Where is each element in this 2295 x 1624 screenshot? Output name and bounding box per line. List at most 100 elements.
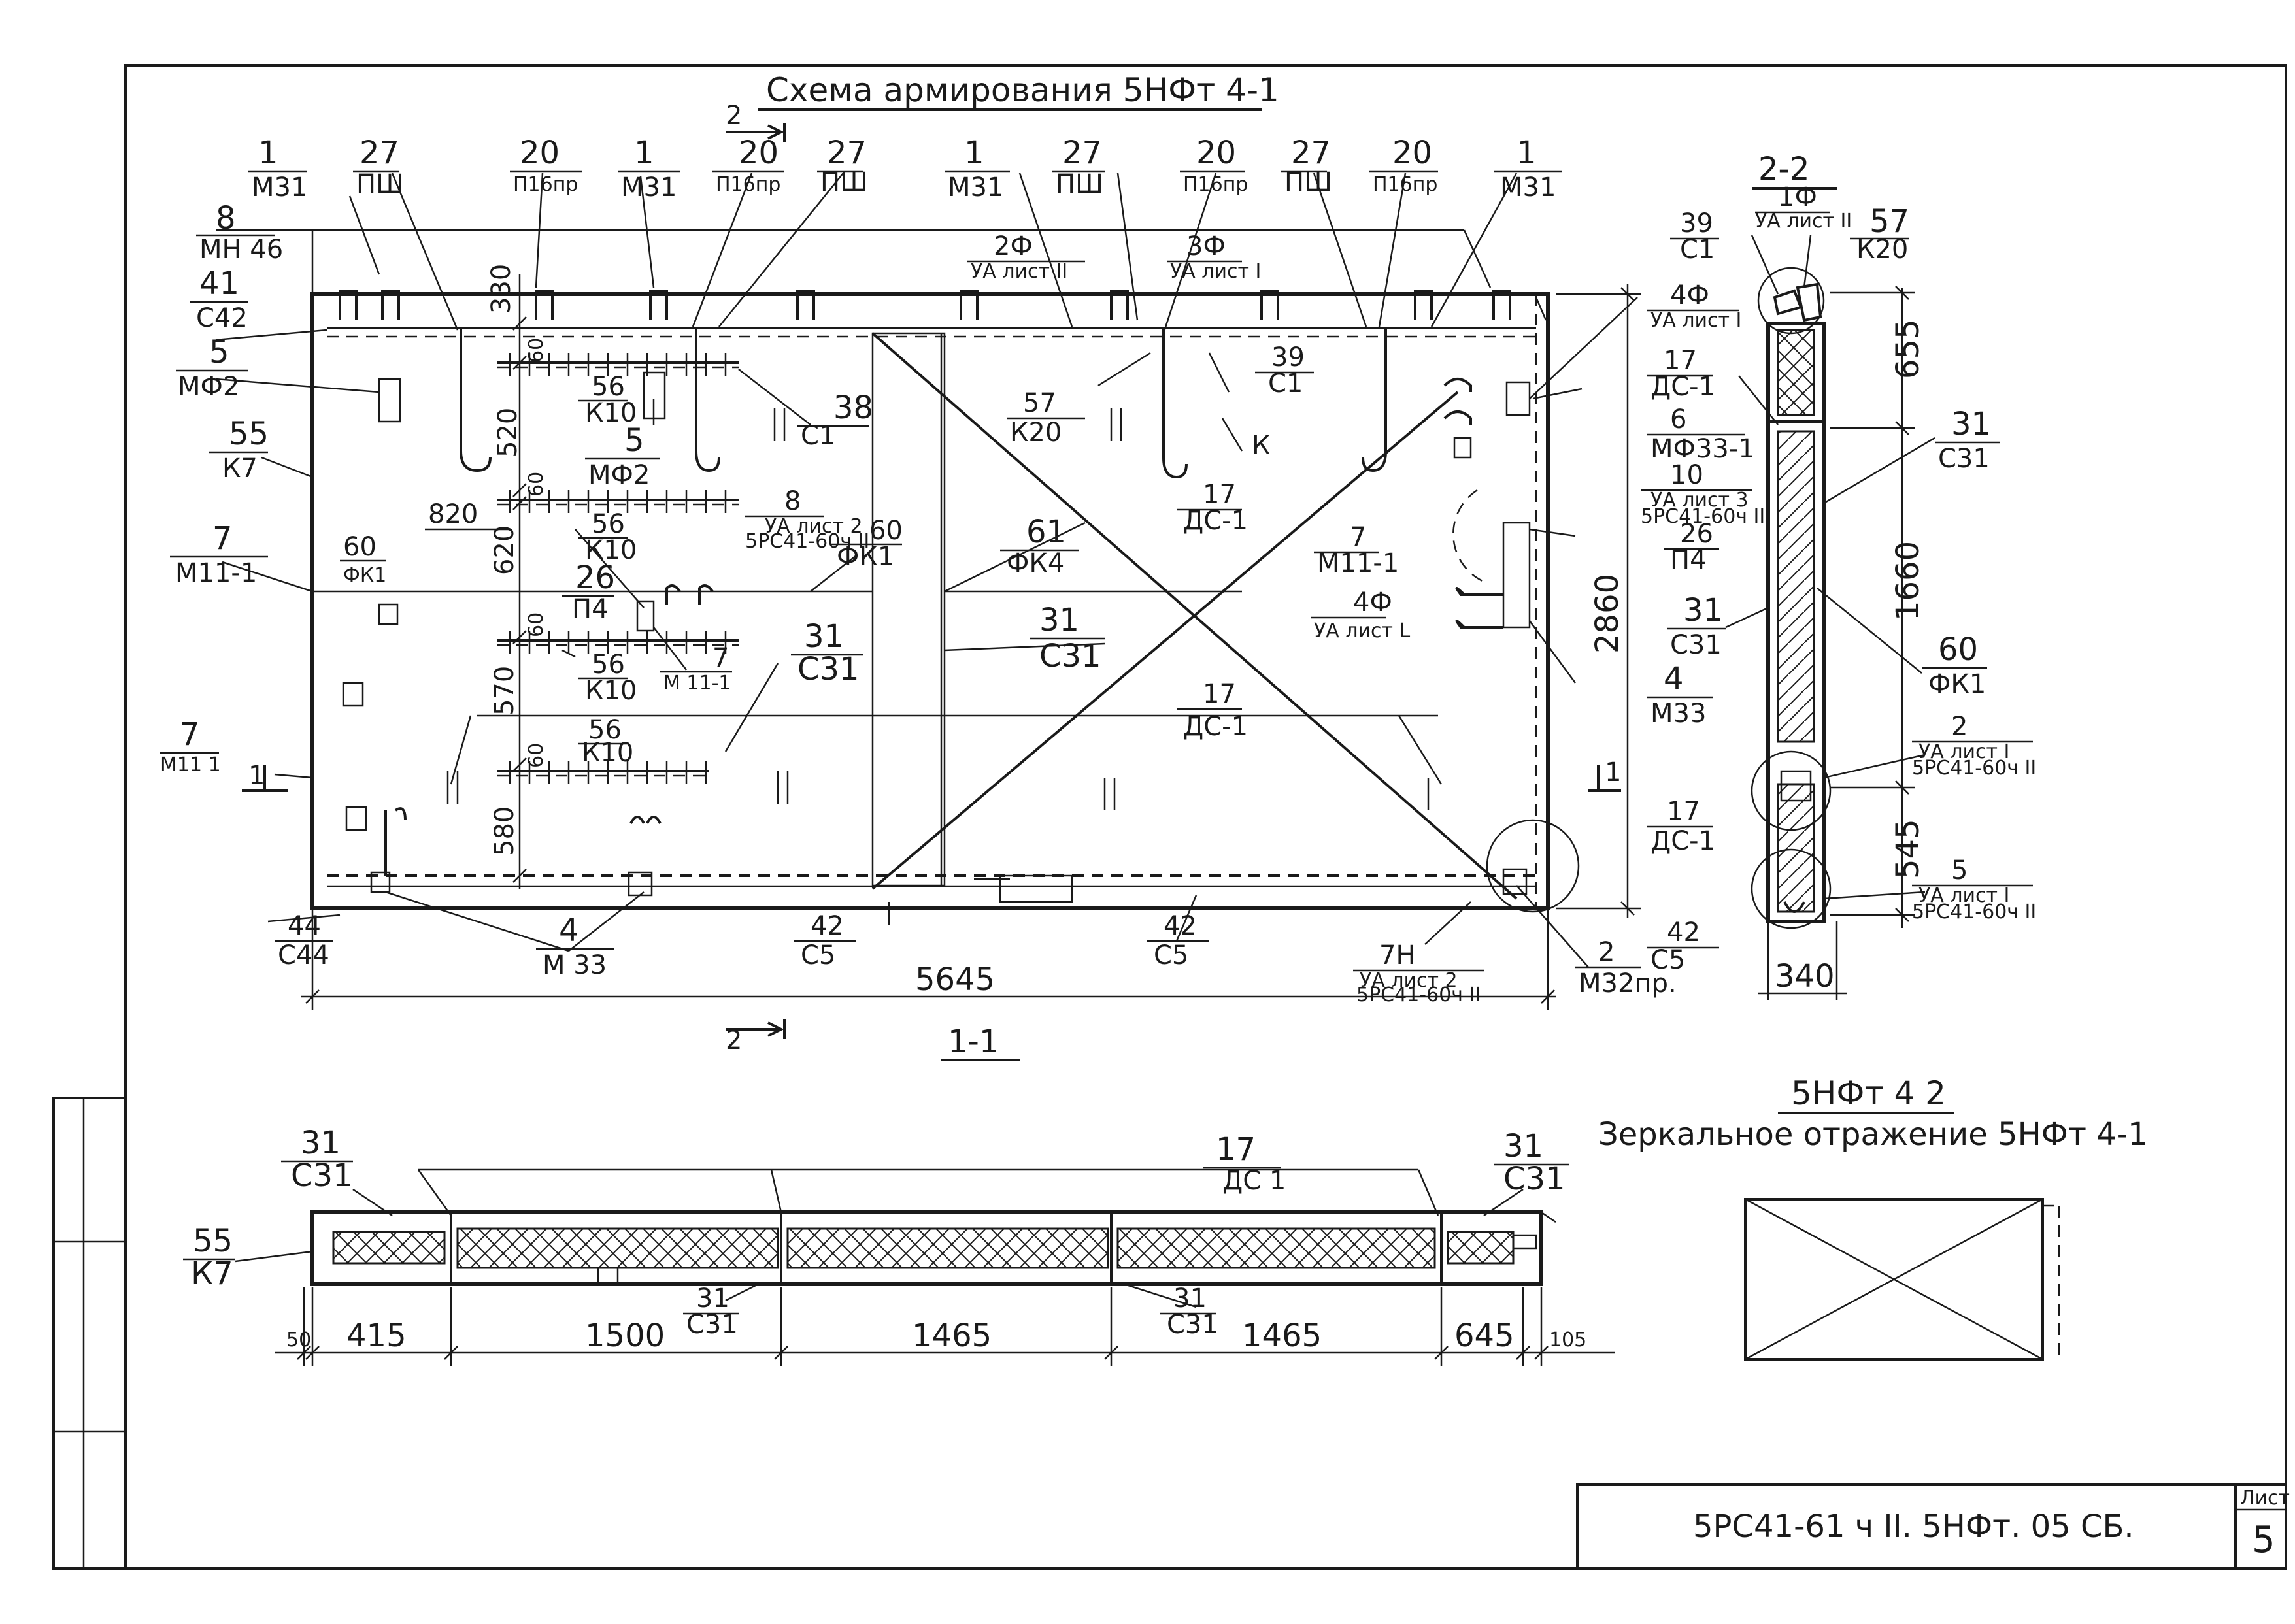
- title-block: 5РС41-61 ч II. 5НФт. 05 СБ. Лист 5: [1576, 1483, 2290, 1570]
- svg-text:МФ33-1: МФ33-1: [1650, 434, 1755, 464]
- svg-text:С5: С5: [1650, 945, 1685, 975]
- svg-text:УА лист 2: УА лист 2: [1360, 969, 1458, 992]
- svg-text:С1: С1: [1268, 369, 1303, 399]
- svg-text:5: 5: [209, 334, 229, 371]
- svg-text:20: 20: [1392, 135, 1432, 171]
- sheet-label: Лист: [2240, 1487, 2290, 1510]
- svg-text:С31: С31: [291, 1157, 353, 1194]
- svg-text:УА лист 2: УА лист 2: [765, 515, 863, 538]
- svg-text:7: 7: [212, 520, 233, 557]
- svg-text:П4: П4: [572, 594, 609, 624]
- svg-text:С44: С44: [278, 940, 329, 970]
- svg-text:УА лист I: УА лист I: [1918, 740, 2009, 763]
- svg-text:27: 27: [1062, 135, 1102, 171]
- svg-text:ДС-1: ДС-1: [1183, 506, 1248, 536]
- svg-text:31: 31: [804, 618, 844, 655]
- svg-text:5РС41-60ч II: 5РС41-60ч II: [1912, 901, 2036, 923]
- mirror-title: 5НФт 4 2: [1791, 1074, 1946, 1112]
- svg-text:56: 56: [592, 509, 625, 539]
- svg-text:УА лист I: УА лист I: [1170, 260, 1261, 283]
- svg-text:5РС41-60ч II: 5РС41-60ч II: [1912, 757, 2036, 780]
- svg-text:5РС41-60ч II: 5РС41-60ч II: [1641, 505, 1765, 528]
- svg-text:УА лист L: УА лист L: [1314, 620, 1411, 642]
- dim-570: 570: [490, 666, 520, 716]
- svg-text:ФК1: ФК1: [343, 564, 386, 587]
- svg-text:К10: К10: [585, 535, 637, 565]
- svg-text:УА лист I: УА лист I: [1918, 884, 2009, 907]
- plan-leaders: [215, 173, 1638, 968]
- svg-text:ФК1: ФК1: [837, 542, 894, 572]
- svg-text:31: 31: [1039, 602, 1079, 638]
- svg-text:57: 57: [1869, 203, 1909, 240]
- svg-text:УА лист I: УА лист I: [1650, 309, 1741, 332]
- svg-text:20: 20: [1196, 135, 1236, 171]
- callout: 8МН 46: [196, 200, 283, 265]
- svg-text:К10: К10: [582, 738, 633, 768]
- svg-text:П16пр: П16пр: [1183, 173, 1248, 196]
- svg-text:42: 42: [1667, 918, 1700, 948]
- svg-text:6: 6: [1670, 405, 1686, 435]
- dim-s11-1465b: 1465: [1242, 1317, 1322, 1354]
- svg-text:С31: С31: [1167, 1310, 1218, 1340]
- k-label: К: [1252, 431, 1270, 461]
- svg-text:МФ2: МФ2: [178, 372, 239, 402]
- svg-text:10: 10: [1670, 460, 1703, 490]
- svg-text:55: 55: [193, 1223, 233, 1259]
- svg-text:4: 4: [1664, 661, 1684, 697]
- dim-overall-length: 5645: [915, 961, 995, 998]
- svg-text:1: 1: [634, 135, 654, 171]
- dim-60d: 60: [525, 743, 548, 768]
- dim-545: 545: [1890, 819, 1926, 879]
- plan-view: 5645 2860 330 60 520 60 820 620 60 570 6…: [160, 101, 1765, 1061]
- rebar-hooks: [384, 327, 1503, 876]
- plan-title: Схема армирования 5НФт 4-1: [758, 71, 1279, 111]
- section-markers: 2 2 1 1 1-1: [242, 101, 1621, 1061]
- svg-text:4Ф: 4Ф: [1670, 280, 1709, 310]
- svg-text:42: 42: [811, 911, 844, 941]
- svg-text:М31: М31: [621, 173, 677, 203]
- plan-components: [342, 371, 1580, 913]
- svg-text:ДС-1: ДС-1: [1183, 712, 1248, 742]
- section-2-2-title: 2-2: [1758, 151, 1809, 188]
- svg-text:С31: С31: [1938, 444, 1990, 474]
- svg-text:2Ф: 2Ф: [994, 231, 1033, 261]
- dim-s11-105: 105: [1549, 1329, 1586, 1351]
- svg-text:М32пр.: М32пр.: [1579, 969, 1677, 999]
- dim-height: 2860: [1589, 574, 1626, 654]
- svg-text:С31: С31: [1039, 638, 1101, 674]
- svg-text:ПШ: ПШ: [356, 169, 404, 199]
- svg-text:К10: К10: [585, 398, 637, 428]
- dim-520: 520: [493, 408, 523, 457]
- svg-text:1Ф: 1Ф: [1778, 182, 1817, 212]
- svg-text:С1: С1: [801, 421, 835, 451]
- svg-text:31: 31: [1951, 406, 1991, 442]
- svg-text:44: 44: [288, 911, 321, 941]
